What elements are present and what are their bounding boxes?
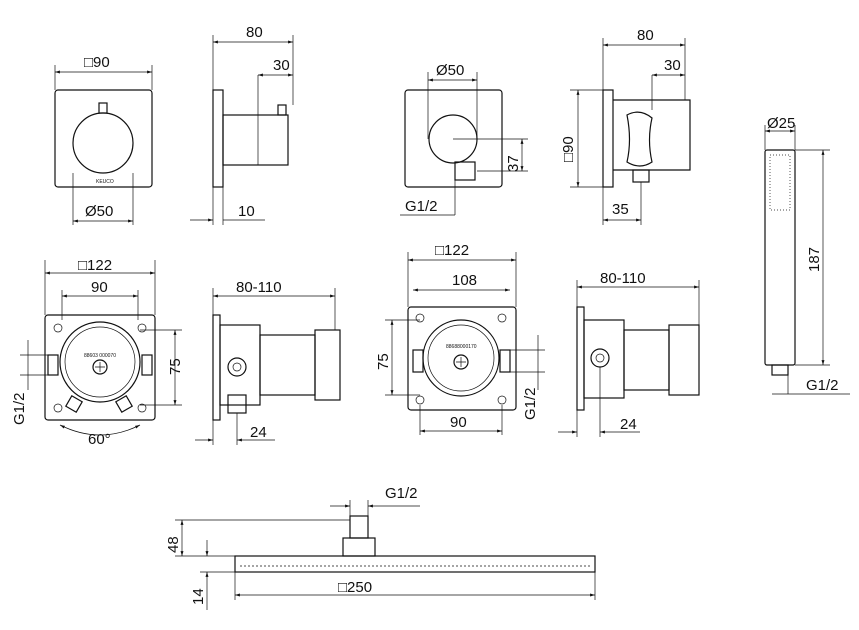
- outlet-side-view: 80 30 □90 35: [560, 27, 691, 225]
- dim-thread: G1/2: [806, 377, 839, 394]
- box2-side-view: 80-110 24: [558, 270, 700, 437]
- dim-diameter: Ø50: [436, 62, 464, 79]
- dim-thread: G1/2: [11, 392, 28, 425]
- dim-bottom: 90: [450, 414, 467, 431]
- dim-thread: G1/2: [522, 387, 539, 420]
- box1-side-view: 80-110 24: [195, 279, 341, 445]
- hand-shower-view: Ø25 187 G1/2: [764, 115, 850, 395]
- dim-handle: 30: [273, 57, 290, 74]
- dim-depth: 80-110: [600, 270, 646, 287]
- dim-handle: 30: [664, 57, 681, 74]
- dim-offset: 35: [612, 201, 629, 218]
- dim-height: 37: [505, 155, 522, 172]
- dim-height: □90: [560, 136, 577, 162]
- box2-front-view: 88688000170 □122 108 75 90 G1/2: [375, 242, 545, 435]
- dim-depth: 80: [246, 24, 263, 41]
- dim-length: 187: [806, 247, 823, 272]
- dim-width: 90: [91, 279, 108, 296]
- part-number: 88603 000070: [84, 353, 116, 359]
- part-number: 88688000170: [446, 344, 477, 350]
- dim-width: 108: [452, 272, 477, 289]
- dim-diameter: Ø25: [767, 115, 795, 132]
- dim-thread: G1/2: [405, 198, 438, 215]
- dim-size: □122: [435, 242, 469, 259]
- dim-offset: 24: [250, 424, 267, 441]
- dim-dial: Ø50: [85, 203, 113, 220]
- dim-offset: 24: [620, 416, 637, 433]
- dim-thread: G1/2: [385, 485, 418, 502]
- dim-height: 75: [375, 353, 392, 370]
- dim-angle: 60°: [88, 431, 111, 448]
- dim-depth: 80: [637, 27, 654, 44]
- outlet-front-view: Ø50 37 G1/2: [400, 62, 528, 216]
- box1-front-view: 88603 000070 □122 90 75 G1/2 60°: [11, 257, 184, 448]
- dim-thickness: 14: [190, 588, 207, 605]
- dim-width: □90: [84, 54, 110, 71]
- dim-plate: 10: [238, 203, 255, 220]
- dim-size: □250: [338, 579, 372, 596]
- thermostat-front-view: KEUCO □90 Ø50: [54, 54, 153, 225]
- dim-height: 48: [165, 536, 182, 553]
- dim-depth: 80-110: [236, 279, 282, 296]
- dim-height: 75: [167, 358, 184, 375]
- logo-text: KEUCO: [96, 179, 114, 185]
- dim-size: □122: [78, 257, 112, 274]
- overhead-shower-view: G1/2 48 14 □250: [165, 485, 596, 610]
- thermostat-side-view: 80 30 10: [190, 24, 294, 225]
